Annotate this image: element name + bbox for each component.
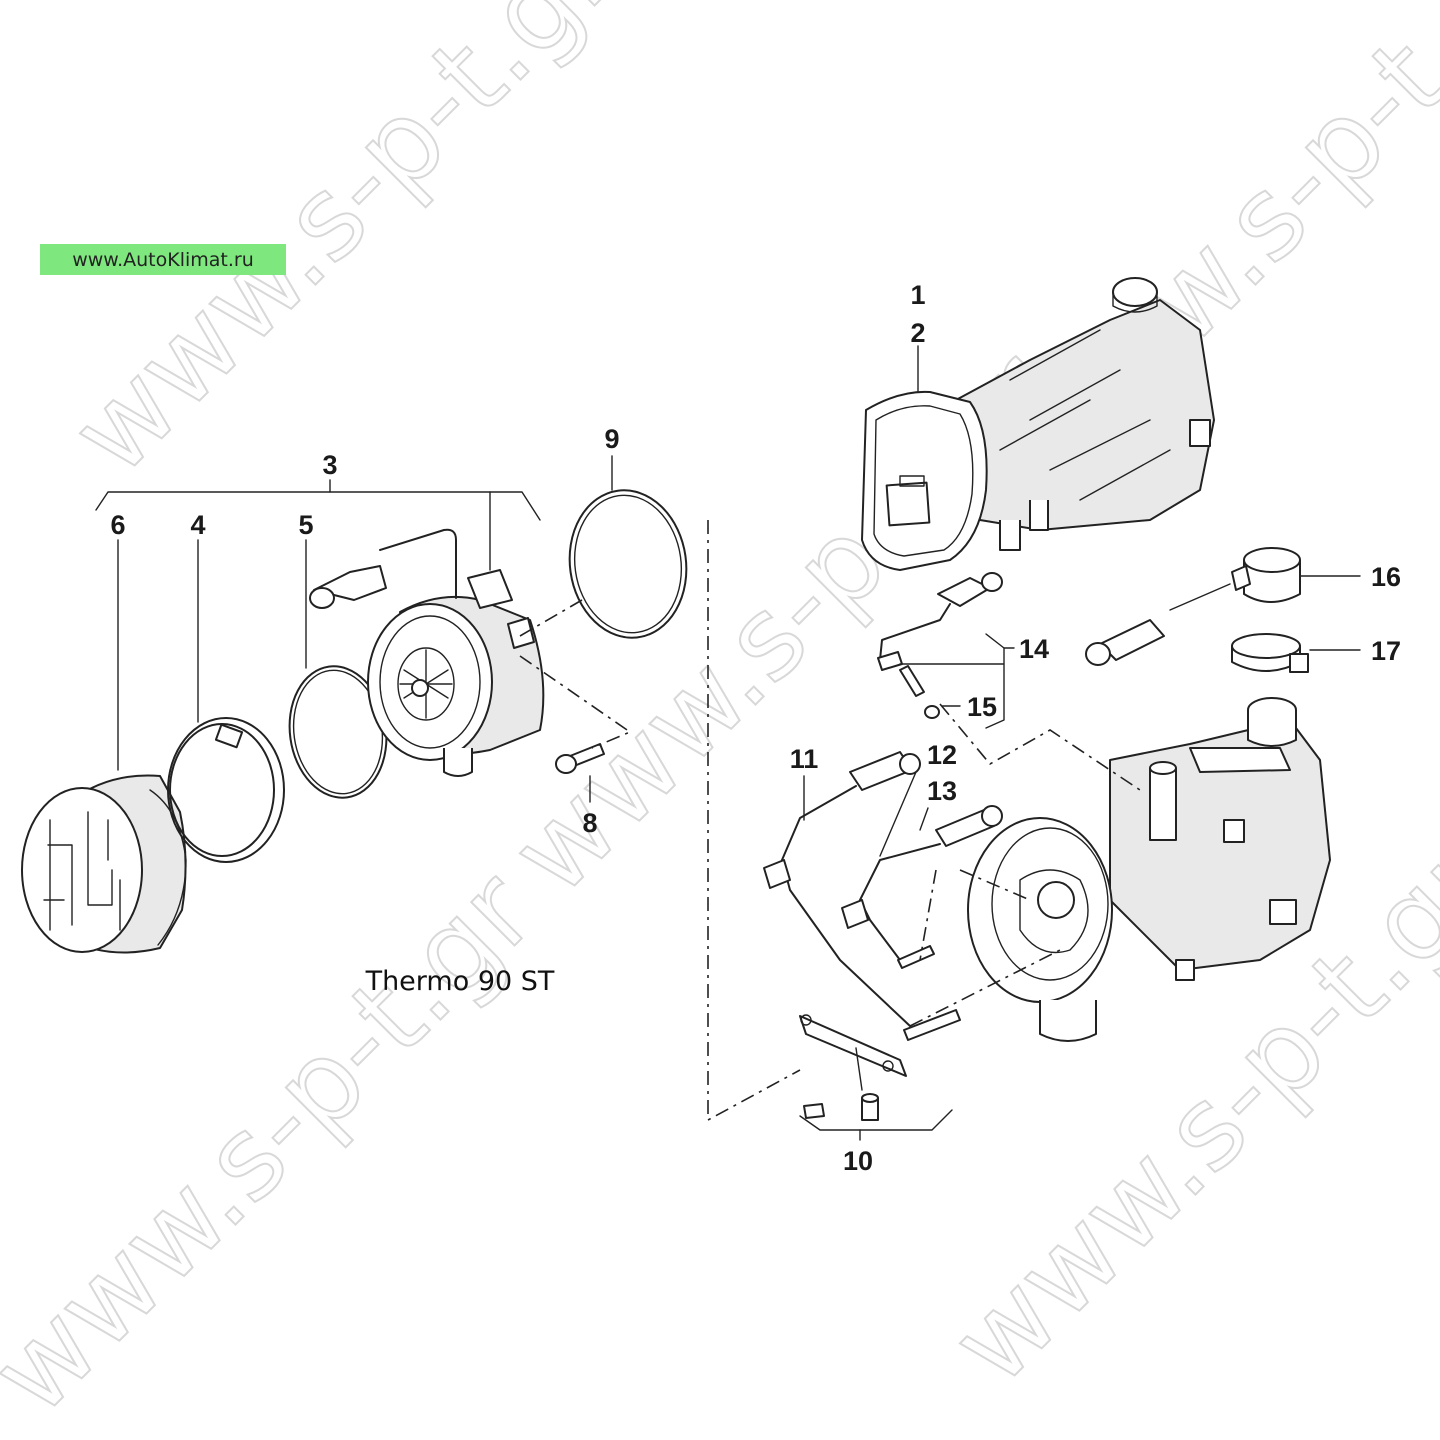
part-17-clamp[interactable]: [1231, 633, 1309, 673]
site-label-background: [40, 244, 286, 275]
callout-15: 15: [967, 692, 997, 722]
callout-5: 5: [298, 510, 313, 540]
callout-3: 3: [322, 450, 337, 480]
part-14-temperature-sensor[interactable]: [877, 572, 1003, 697]
callout-6: 6: [110, 510, 125, 540]
leader-13: [919, 807, 929, 831]
callout-13: 13: [927, 776, 957, 806]
heat-exchanger[interactable]: [967, 697, 1331, 1042]
part-2-control-unit[interactable]: [861, 390, 988, 571]
group-bracket-3: [95, 479, 541, 571]
callout-11: 11: [790, 744, 819, 774]
assembly-lines-left: [519, 520, 801, 1122]
part-16-cap[interactable]: [1169, 547, 1301, 611]
site-label-text: www.AutoKlimat.ru: [72, 249, 254, 271]
assembly-lines-right: [909, 703, 1141, 1027]
callout-1: 1: [910, 280, 925, 310]
bracket-10: [799, 1109, 953, 1141]
connector-16[interactable]: [1085, 619, 1165, 666]
part-8-screw[interactable]: [555, 743, 605, 774]
circulating-pump[interactable]: [309, 528, 545, 777]
callout-8: 8: [582, 808, 597, 838]
bracket-14: [899, 633, 1015, 729]
part-4-hose-clamp[interactable]: [167, 717, 285, 863]
callout-4: 4: [190, 510, 205, 540]
part-9-sealing-ring[interactable]: [560, 483, 695, 646]
callout-10: 10: [843, 1146, 873, 1176]
part-12-13-flame-monitor[interactable]: [841, 805, 1003, 969]
callout-17: 17: [1371, 636, 1401, 666]
callout-16: 16: [1371, 562, 1401, 592]
part-11-glow-pin-harness[interactable]: [763, 751, 961, 1041]
callout-labels: 1 2 3 4 5 6 8 9 10 11 12 13 14 15 16 17: [110, 280, 1401, 1176]
site-label[interactable]: www.AutoKlimat.ru: [40, 244, 286, 275]
callout-2: 2: [910, 318, 925, 348]
part-10-bracket-set[interactable]: [799, 1014, 907, 1121]
callout-12: 12: [927, 740, 957, 770]
leader-12: [879, 771, 917, 857]
diagram-caption: Thermo 90 ST: [365, 966, 555, 997]
part-1-heater-assembly[interactable]: [955, 277, 1215, 551]
part-15-seal[interactable]: [924, 705, 940, 719]
callout-14: 14: [1019, 634, 1049, 664]
part-6-end-cap[interactable]: [21, 774, 187, 954]
callout-9: 9: [604, 424, 619, 454]
